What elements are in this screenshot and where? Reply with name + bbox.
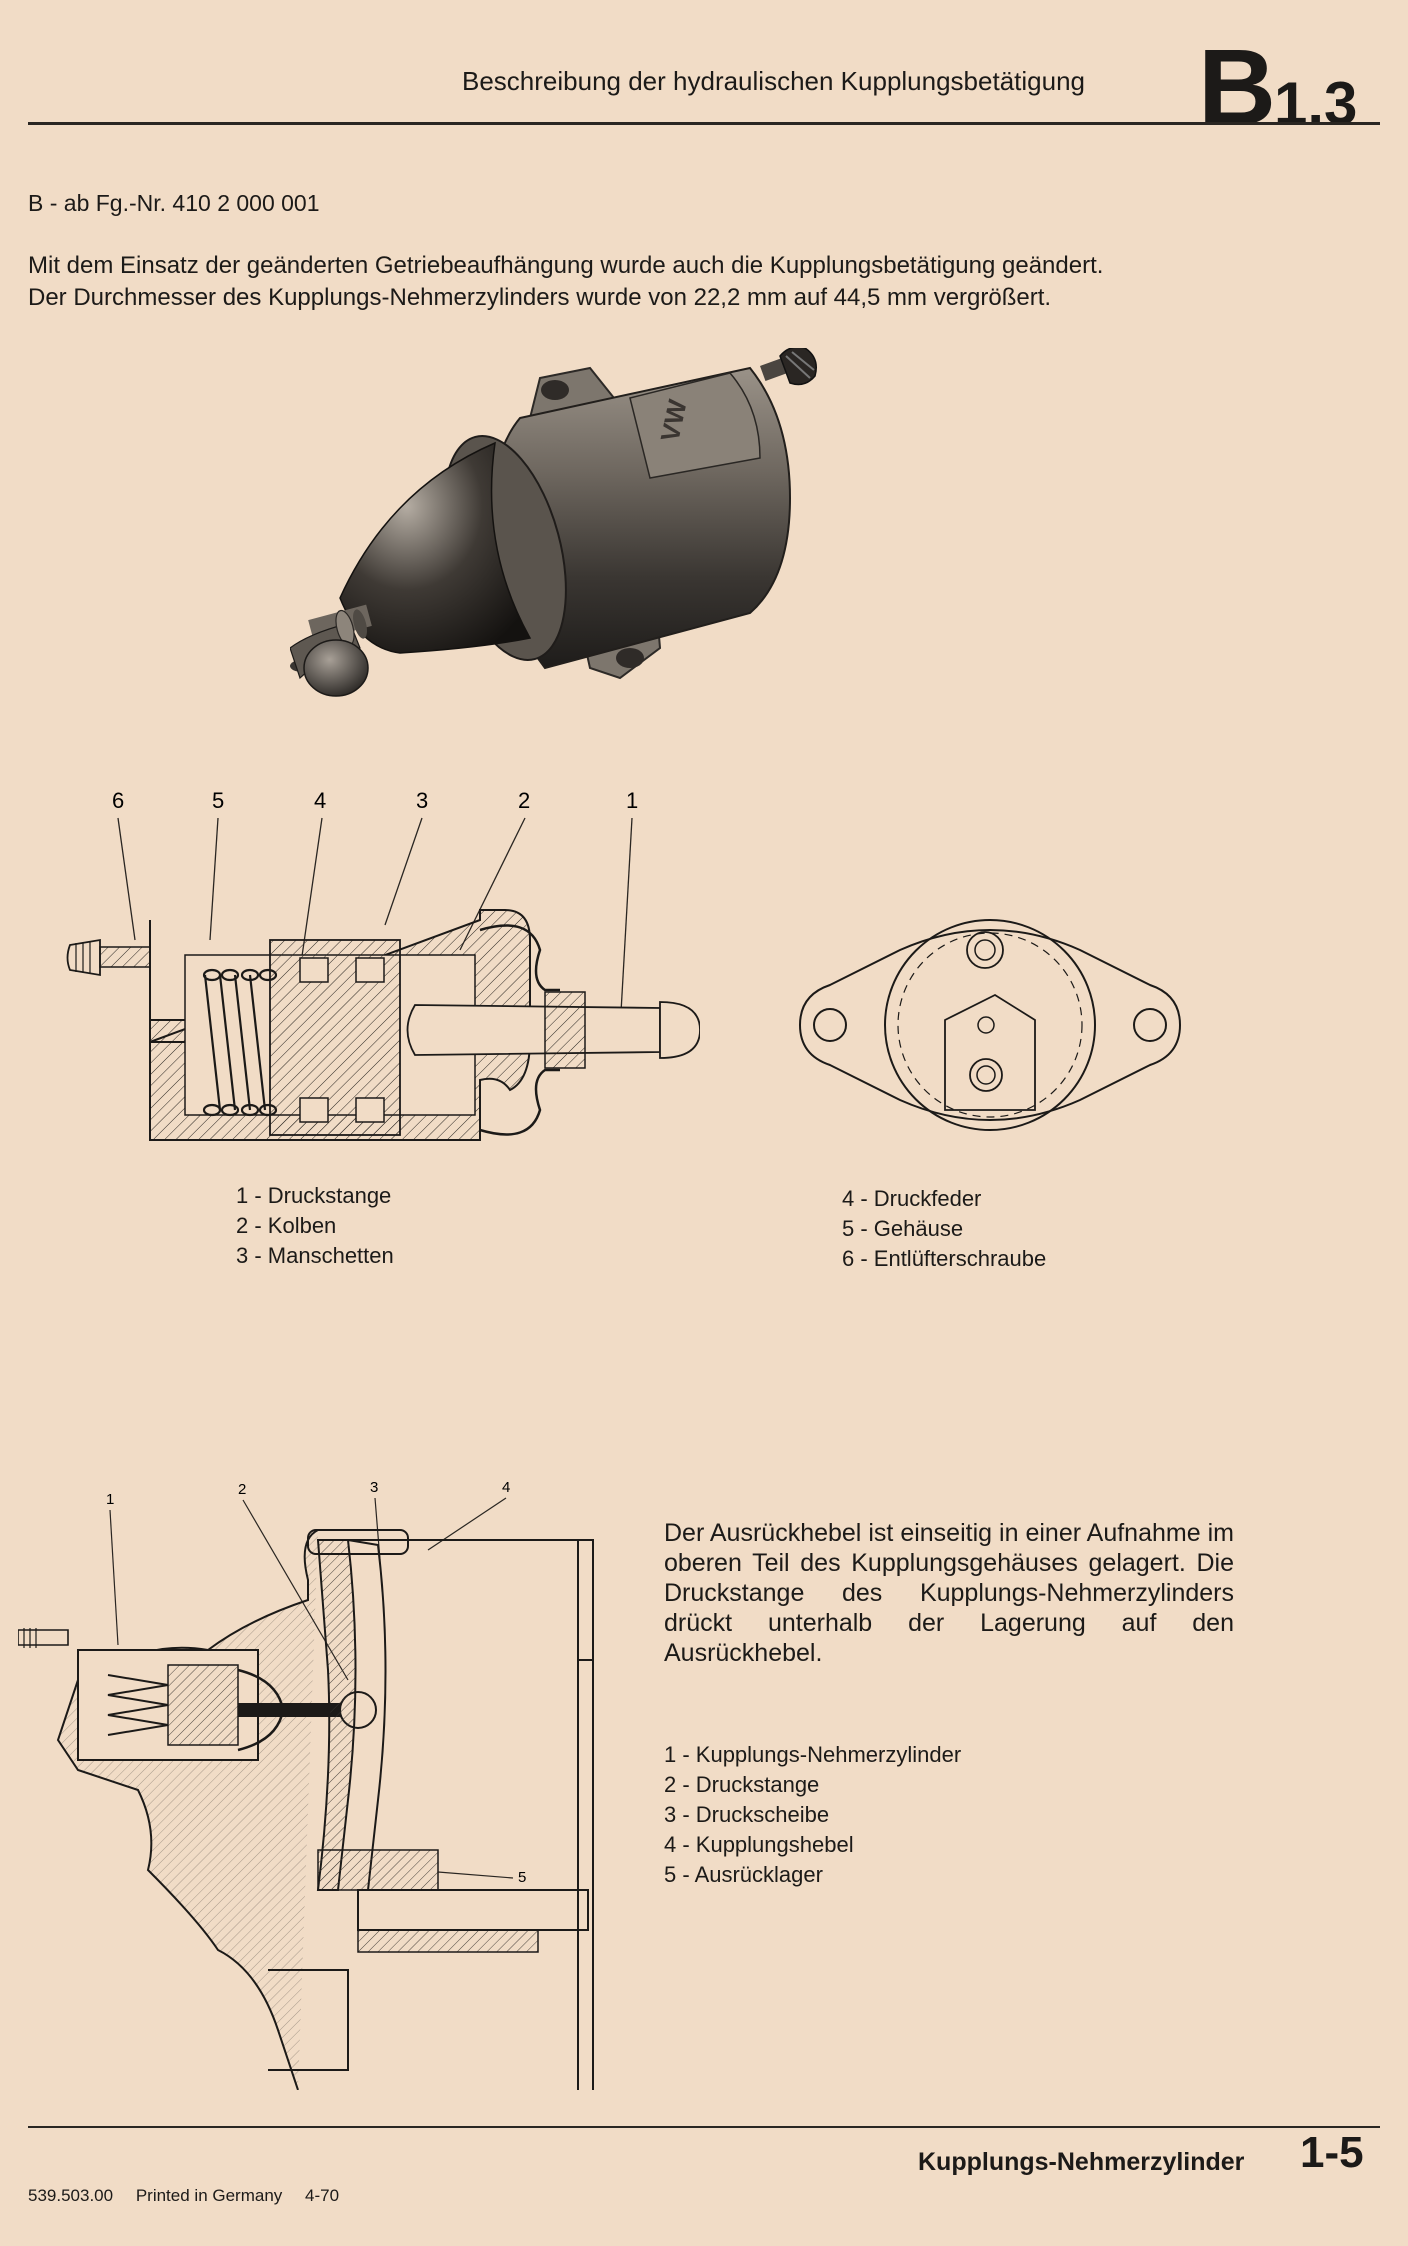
section-code: B1.3 xyxy=(1198,24,1357,149)
callout-6: 6 xyxy=(112,788,124,813)
callout-1: 1 xyxy=(106,1491,114,1508)
print-info: 539.503.00 Printed in Germany 4-70 xyxy=(28,2186,357,2206)
flange-end-view xyxy=(798,919,1182,1131)
part-number: 539.503.00 xyxy=(28,2186,114,2205)
header-rule xyxy=(28,122,1380,125)
legend-item: 1 - Kupplungs-Nehmerzylinder xyxy=(664,1742,962,1767)
intro-paragraph: Mit dem Einsatz der geänderten Getriebea… xyxy=(28,250,1248,314)
legend-item: 5 - Ausrücklager xyxy=(664,1862,823,1887)
page-header-title: Beschreibung der hydraulischen Kupplungs… xyxy=(462,66,1085,96)
callout-3: 3 xyxy=(370,1479,378,1496)
push-rod-ball xyxy=(303,639,369,697)
callout-4: 4 xyxy=(314,788,326,813)
section-code-letter: B xyxy=(1198,26,1276,147)
section-diagram: 6 5 4 3 2 1 xyxy=(66,788,700,1141)
callout-1: 1 xyxy=(626,788,638,813)
legend-item: 2 - Druckstange xyxy=(664,1772,820,1797)
callout-3: 3 xyxy=(416,788,428,813)
print-date: 4-70 xyxy=(305,2186,340,2205)
callout-2: 2 xyxy=(518,788,530,813)
printed-in: Printed in Germany xyxy=(135,2186,283,2205)
section-code-number: 1.3 xyxy=(1274,70,1358,137)
callout-2: 2 xyxy=(238,1481,246,1498)
legend-item: 1 - Druckstange xyxy=(236,1183,392,1208)
legend-item: 4 - Druckfeder xyxy=(842,1186,982,1211)
legend-item: 5 - Gehäuse xyxy=(842,1216,964,1241)
legend-item: 6 - Entlüfterschraube xyxy=(842,1246,1047,1271)
legend-item: 3 - Manschetten xyxy=(236,1243,394,1268)
intro-line-2: Der Durchmesser des Kupplungs-Nehmerzyli… xyxy=(28,284,1052,311)
legend-item: 3 - Druckscheibe xyxy=(664,1802,830,1827)
footer-title: Kupplungs-Nehmerzylinder xyxy=(918,2148,1245,2176)
callout-5: 5 xyxy=(518,1869,526,1886)
footer-rule xyxy=(28,2126,1380,2128)
legend-item: 2 - Kolben xyxy=(236,1213,337,1238)
slave-cylinder-photo: VW xyxy=(290,348,817,680)
lever-description: Der Ausrückhebel ist einseitig in einer … xyxy=(664,1519,1234,1667)
legend-left: 1 - Druckstange 2 - Kolben 3 - Manschett… xyxy=(236,1181,394,1271)
legend-right: 4 - Druckfeder 5 - Gehäuse 6 - Entlüfter… xyxy=(842,1184,1046,1274)
chassis-number-line: B - ab Fg.-Nr. 410 2 000 001 xyxy=(28,190,320,216)
legend-installation: 1 - Kupplungs-Nehmerzylinder 2 - Druckst… xyxy=(664,1740,961,1890)
legend-item: 4 - Kupplungshebel xyxy=(664,1832,854,1857)
page-number: 1-5 xyxy=(1300,2128,1364,2177)
installation-diagram: 1 2 3 4 5 xyxy=(18,1479,594,2090)
callout-5: 5 xyxy=(212,788,224,813)
callout-4: 4 xyxy=(502,1479,510,1496)
intro-line-1: Mit dem Einsatz der geänderten Getriebea… xyxy=(28,252,1104,279)
